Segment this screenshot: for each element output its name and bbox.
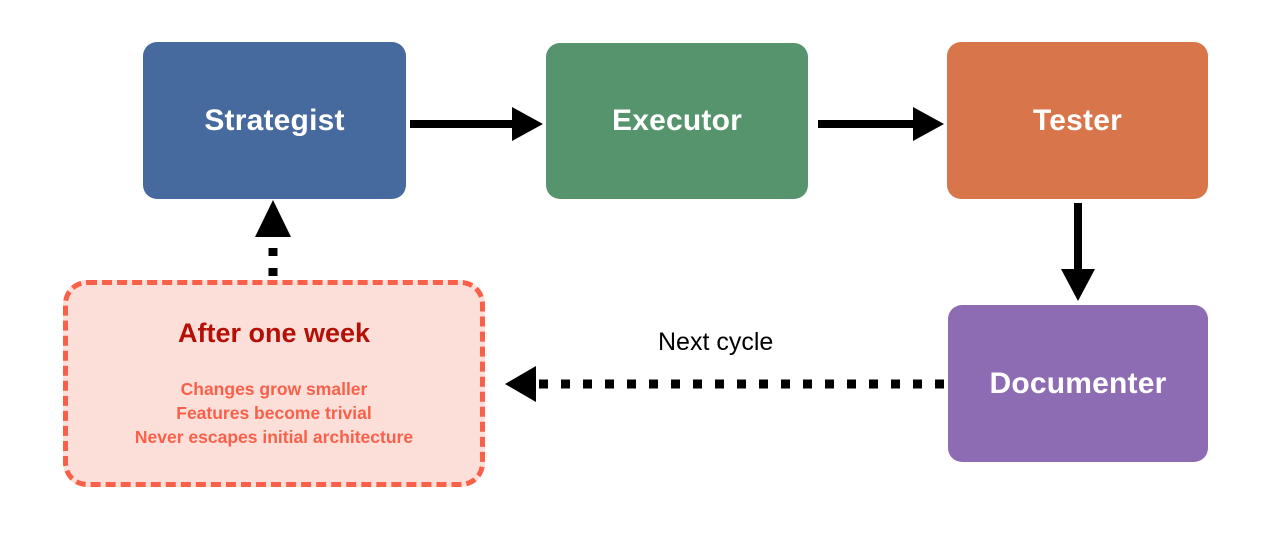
edge-strategist-to-executor [410, 107, 543, 141]
node-tester[interactable]: Tester [947, 42, 1208, 199]
node-strategist-label: Strategist [204, 103, 345, 137]
node-executor-label: Executor [612, 104, 742, 137]
node-documenter-label: Documenter [989, 366, 1167, 400]
callout-line-1: Changes grow smaller [180, 379, 368, 399]
callout-after-one-week[interactable]: After one week Changes grow smaller Feat… [63, 280, 485, 487]
node-tester-label: Tester [1032, 103, 1123, 137]
callout-title: After one week [177, 318, 371, 348]
node-documenter[interactable]: Documenter [948, 305, 1208, 462]
callout-line-3: Never escapes initial architecture [134, 427, 414, 447]
callout-line-2: Features become trivial [176, 403, 372, 423]
node-executor[interactable]: Executor [546, 43, 808, 199]
node-strategist[interactable]: Strategist [143, 42, 406, 199]
edge-tester-to-documenter [1061, 203, 1095, 301]
edge-documenter-to-callout [505, 366, 944, 402]
edge-label-next-cycle: Next cycle [658, 328, 774, 356]
edge-executor-to-tester [818, 107, 944, 141]
edge-callout-to-strategist [255, 200, 291, 276]
